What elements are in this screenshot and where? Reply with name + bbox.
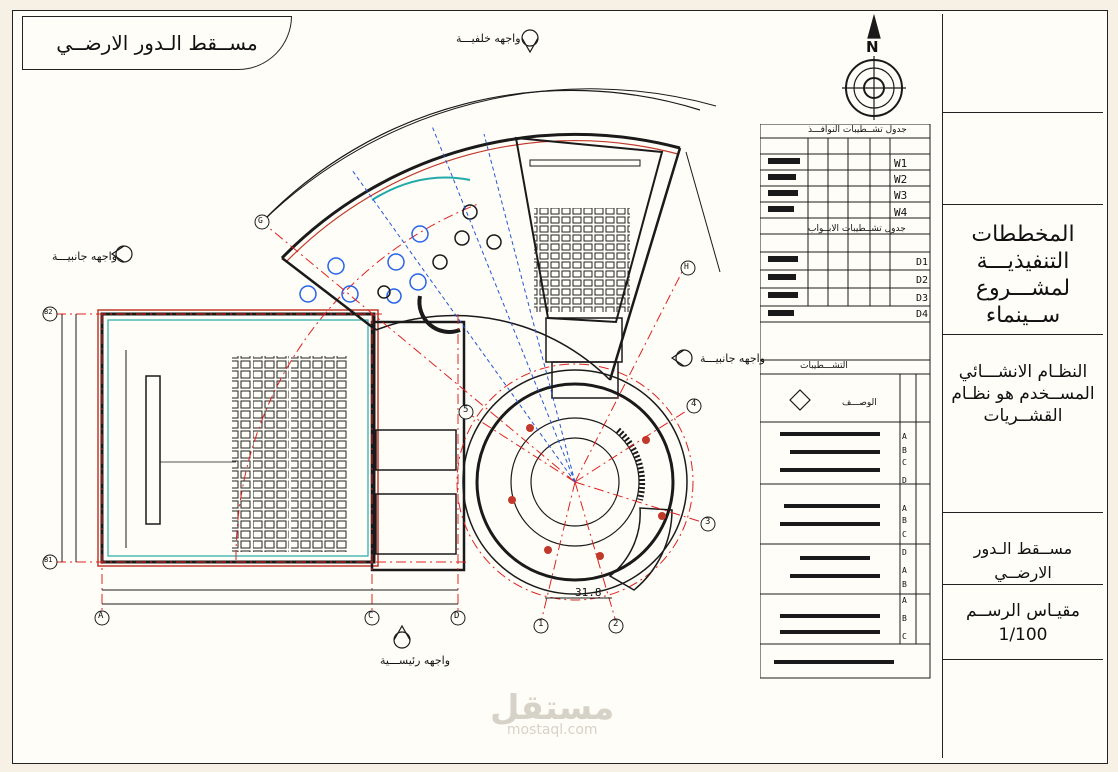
grid-label-g: G [258, 216, 263, 225]
grid-label-2: 2 [613, 619, 619, 629]
schedule-table [760, 124, 931, 679]
section-b2: B [902, 516, 907, 525]
round-block-core [530, 437, 620, 527]
north-arrow-icon [842, 13, 906, 120]
fan-wall-arc [280, 132, 681, 260]
door-id-d2: D2 [916, 275, 929, 286]
window-id-w3: W3 [894, 189, 908, 202]
cafe-tables [299, 225, 429, 304]
fan-outer-arc [261, 89, 701, 223]
right-service-block [370, 320, 466, 572]
grid-label-b1: B1 [44, 556, 53, 564]
section-c3: C [902, 632, 907, 641]
section-c1: C [902, 458, 907, 467]
rect-wing-inner [107, 319, 369, 557]
side-facade-right-label: واجهه جانبيـــة [700, 352, 766, 365]
doors-schedule-title: جدول تشــطيبات الابــواب [808, 224, 906, 234]
grid-label-5: 5 [463, 405, 469, 415]
watermark-latin: mostaql.com [506, 722, 598, 738]
fan-wall-arc-red [285, 140, 679, 263]
door-id-d4: D4 [916, 309, 929, 320]
reception-desk [417, 295, 461, 334]
door-id-d3: D3 [916, 293, 929, 304]
cinema-hall-2-screen [529, 159, 641, 167]
grid-label-1: 1 [538, 619, 544, 629]
scale-value: 1/100 [998, 625, 1048, 645]
fan-inner-arc [375, 314, 611, 381]
red-circle [456, 363, 694, 601]
grid-label-4: 4 [691, 399, 697, 409]
hall-screen [145, 375, 161, 525]
rect-wing-outline [97, 309, 379, 567]
grid-label-3: 3 [705, 517, 711, 527]
windows-schedule-title: جدول تشــطيبات النوافـــذ [808, 125, 907, 135]
grid-label-a: A [98, 611, 104, 621]
north-label: N [866, 38, 879, 56]
round-block-inner [510, 417, 640, 547]
description-label: الوصـــف [842, 398, 877, 408]
sheet-name: مســقط الـدور الارضــي [943, 512, 1103, 609]
window-id-w1: W1 [894, 157, 908, 170]
grid-label-h: H [684, 262, 689, 271]
radial-grid [56, 221, 709, 623]
section-b4: B [902, 614, 907, 623]
grid-label-c: C [368, 611, 374, 621]
round-stair [615, 427, 646, 501]
section-d1: D [902, 476, 907, 485]
section-a2: A [902, 504, 907, 513]
service-room-1 [375, 429, 457, 471]
round-block-wall [475, 382, 675, 582]
watermark: مستقل mostaql.com [490, 688, 614, 738]
blue-dimension-lines [351, 125, 576, 483]
red-arc-big [235, 203, 479, 561]
round-balcony [608, 507, 673, 591]
facade-markers [110, 29, 693, 649]
project-title: المخططات التنفيذيـــة لمشـــروع ســينماء [943, 204, 1103, 351]
section-b3: B [902, 580, 907, 589]
service-room-2 [375, 493, 457, 555]
side-facade-left-label: واجهه جانبيـــة [52, 250, 118, 263]
section-b1: B [902, 446, 907, 455]
cafe-counter [371, 176, 471, 201]
window-id-w4: W4 [894, 206, 908, 219]
grid-bubbles [42, 214, 716, 634]
main-facade-label: واجهه رئيســـية [380, 654, 451, 667]
dimension-bottom-label: 31.8 [575, 586, 602, 599]
section-a1: A [902, 432, 907, 441]
watermark-arabic: مستقل [490, 688, 615, 728]
section-d2: D [902, 548, 907, 557]
title-block: المخططات التنفيذيـــة لمشـــروع ســينماء… [942, 14, 1103, 758]
scale-cell: مقيـاس الرســم 1/100 [943, 584, 1103, 660]
cinema-hall-2-seats [534, 208, 630, 312]
section-c2: C [902, 530, 907, 539]
drawing-title: مســقط الـدور الارضــي [22, 16, 292, 70]
section-a4: A [902, 596, 907, 605]
toilet-block-2 [551, 361, 619, 399]
dimension-lines [61, 88, 721, 605]
finishes-title: التشـــطيبات [800, 361, 848, 371]
rear-facade-label: واجهه خلفيـــة [456, 32, 521, 45]
section-a3: A [902, 566, 907, 575]
scale-label: مقيـاس الرســم [966, 601, 1080, 621]
grid-label-d: D [454, 611, 460, 621]
door-id-d1: D1 [916, 257, 929, 268]
round-block-outer [462, 369, 688, 595]
fan-edge-left [281, 257, 377, 331]
toilet-block-1 [545, 317, 623, 363]
floor-plan [42, 13, 906, 649]
cafe-tables-black [377, 204, 502, 299]
structural-system: النظـام الانشـــائي المســخدم هو نظـام ا… [943, 334, 1103, 539]
grid-label-b2: B2 [44, 308, 53, 316]
structural-columns [508, 424, 666, 560]
window-id-w2: W2 [894, 173, 908, 186]
